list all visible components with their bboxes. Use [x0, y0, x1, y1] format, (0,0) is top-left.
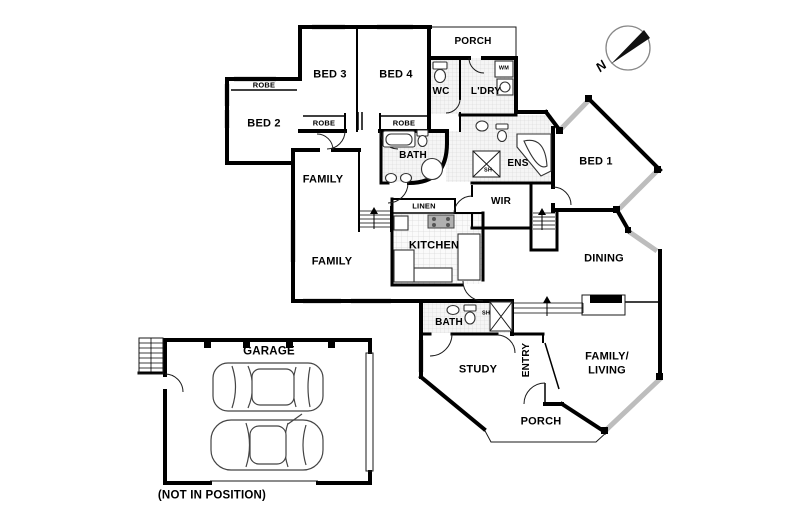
room-label-porch-bottom: PORCH	[520, 415, 562, 428]
compass-icon	[605, 25, 651, 71]
tiled-floors	[382, 58, 552, 333]
room-label-bath-lower: BATH	[435, 317, 463, 328]
room-label-bath-top: BATH	[399, 150, 427, 161]
room-label-entry: ENTRY	[521, 342, 532, 378]
fireplace-icon	[581, 294, 626, 316]
toilet-icon-wc	[432, 61, 448, 84]
toilet-icon-bath	[416, 129, 429, 148]
label-robe-bed2: ROBE	[252, 80, 276, 90]
room-label-family-living-1: FAMILY/	[585, 350, 629, 363]
shower-icon-ens	[472, 150, 501, 178]
room-label-study: STUDY	[458, 363, 498, 376]
stairs-dining	[533, 208, 555, 230]
kitchen-benches	[393, 215, 481, 283]
spa-basin-icon	[420, 157, 444, 181]
room-label-garage: GARAGE	[243, 345, 295, 358]
label-robe-bed4: ROBE	[392, 118, 416, 128]
room-label-wc: WC	[432, 86, 450, 97]
room-label-ens: ENS	[507, 158, 529, 169]
steps-family-living	[511, 296, 584, 316]
room-label-family-lower: FAMILY	[311, 255, 353, 268]
laundry-tub-icon	[496, 78, 514, 96]
washing-machine-icon	[494, 60, 514, 78]
label-robe-bed3: ROBE	[312, 118, 336, 128]
caption-not-in-position: (NOT IN POSITION)	[157, 489, 267, 502]
room-label-dining: DINING	[584, 252, 624, 265]
room-label-family-living-2: LIVING	[588, 364, 626, 377]
shower-icon-bath2	[489, 301, 513, 332]
corner-bath-icon	[516, 133, 552, 177]
porch-outlines	[210, 26, 609, 482]
label-washing-machine: WM	[498, 65, 510, 72]
stairs-hall	[360, 207, 390, 229]
toilet-icon-ens	[495, 123, 509, 143]
car-icon-2	[210, 413, 324, 471]
room-label-family-upper: FAMILY	[302, 173, 344, 186]
sink-icon-ens	[475, 120, 489, 132]
room-label-bed1: BED 1	[579, 155, 613, 168]
sink-icon-bath2	[446, 304, 460, 316]
walls	[137, 25, 663, 485]
car-icon-1	[212, 362, 324, 412]
room-label-bed2: BED 2	[247, 117, 281, 130]
label-shower-ens: SH	[483, 167, 493, 174]
garage-door	[365, 352, 374, 472]
room-label-porch-top: PORCH	[454, 36, 492, 47]
stove-icon	[427, 214, 455, 229]
room-label-wir: WIR	[490, 196, 512, 207]
label-shower-bath2: SH	[481, 310, 491, 317]
bathtub-icon	[382, 130, 416, 148]
toilet-icon-bath2	[463, 304, 477, 325]
room-label-bed4: BED 4	[379, 68, 413, 81]
room-label-kitchen: KITCHEN	[408, 239, 460, 252]
room-label-bed3: BED 3	[313, 68, 347, 81]
room-label-laundry: L'DRY	[470, 86, 502, 97]
stairs-garage	[138, 337, 164, 375]
label-linen: LINEN	[412, 201, 436, 211]
twin-sinks-icon	[384, 172, 413, 184]
